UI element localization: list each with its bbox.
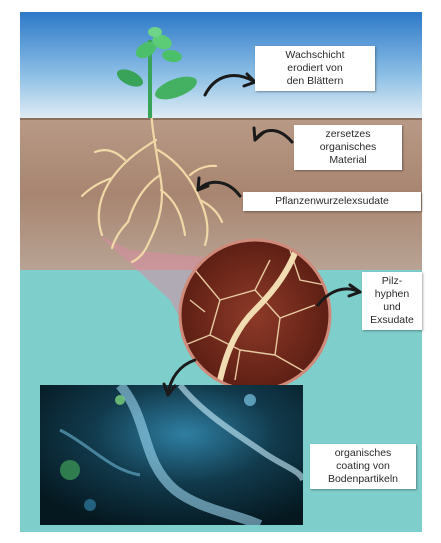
root-exudates-label: Pflanzenwurzelexsudate bbox=[243, 192, 421, 211]
soil-aggregate bbox=[180, 240, 330, 390]
micrograph bbox=[40, 385, 303, 525]
decomposed-organic-material-label: zersetzes organisches Material bbox=[294, 125, 402, 170]
organic-coating-label: organisches coating von Bodenpartikeln bbox=[310, 444, 416, 489]
fungal-hyphae-label: Pilz- hyphen und Exsudate bbox=[362, 272, 422, 330]
wax-erosion-label: Wachschicht erodiert von den Blättern bbox=[255, 46, 375, 91]
